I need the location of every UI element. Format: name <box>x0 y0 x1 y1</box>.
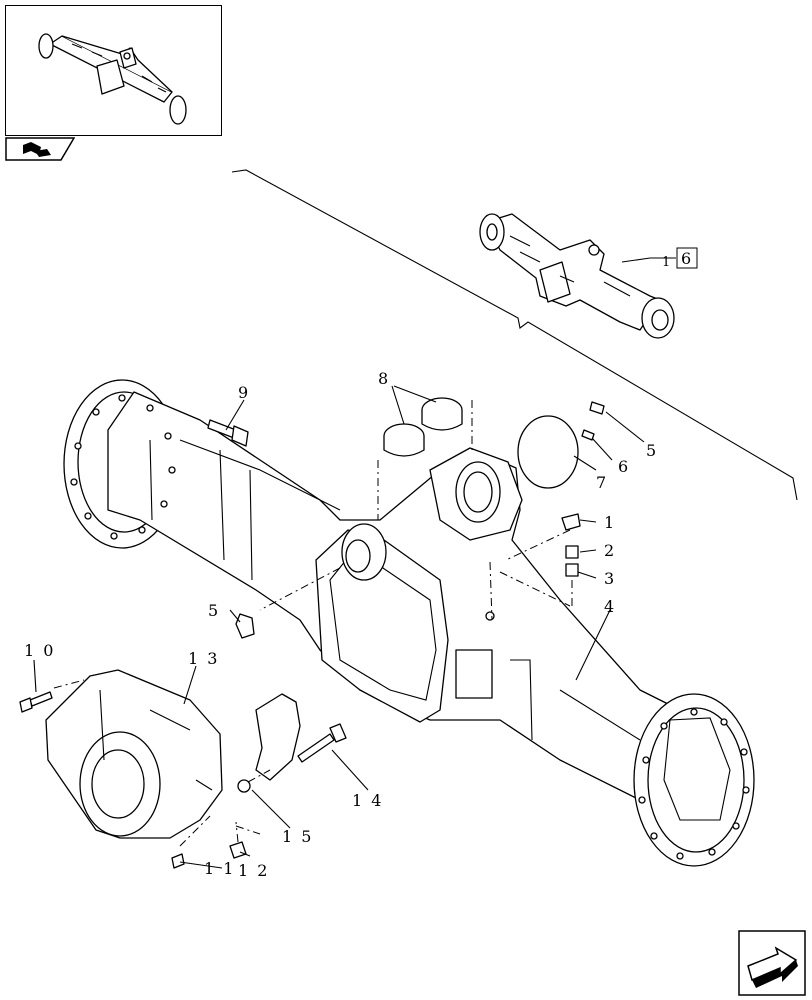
callout-9: 9 <box>238 383 248 402</box>
part-11-plug[interactable] <box>171 853 185 869</box>
reference-number: 6 <box>681 249 691 268</box>
callout-4: 4 <box>604 597 614 616</box>
subassembly-boundary-line <box>231 169 798 501</box>
part-5-fitting-lower[interactable] <box>235 613 255 639</box>
callout-7: 7 <box>596 473 606 492</box>
reference-box[interactable] <box>676 247 698 269</box>
part-14-bolt[interactable] <box>297 723 347 763</box>
part-15-washer[interactable] <box>237 779 251 793</box>
part-10-bolt[interactable] <box>19 691 53 713</box>
part-13-end-housing[interactable] <box>45 669 223 839</box>
part-7-cover-plate[interactable] <box>517 415 579 489</box>
next-arrow-icon <box>738 930 806 996</box>
part-3-plug[interactable] <box>565 563 579 577</box>
callout-10: 1 0 <box>24 641 55 660</box>
part-2-seal[interactable] <box>565 545 579 559</box>
part-9-bolt[interactable] <box>207 419 249 447</box>
callout-11: 1 1 <box>204 859 235 878</box>
alignment-lines <box>53 400 573 847</box>
part-6-screw[interactable] <box>581 429 595 441</box>
callout-12: 1 2 <box>238 861 269 880</box>
previous-page-tab[interactable] <box>5 137 76 161</box>
callout-8: 8 <box>378 369 388 388</box>
callout-5-lower: 5 <box>208 601 218 620</box>
callout-1: 1 <box>604 513 614 532</box>
callout-3: 3 <box>604 569 614 588</box>
right-flange-bolt-holes <box>638 708 750 860</box>
callout-5-top: 5 <box>646 441 656 460</box>
part-1-plug[interactable] <box>561 513 581 531</box>
book-page-icon <box>5 137 76 161</box>
axle-housing <box>63 379 755 867</box>
part-12-pin[interactable] <box>229 841 247 859</box>
reference-prefix: 1 <box>662 255 670 270</box>
axle-thumbnail-icon <box>38 33 187 125</box>
part-5-fitting-top[interactable] <box>589 401 605 415</box>
callout-13: 1 3 <box>188 649 219 668</box>
callout-14: 1 4 <box>352 791 383 810</box>
overview-thumbnail[interactable] <box>5 5 222 136</box>
callout-6: 6 <box>618 457 628 476</box>
subassembly-axle-drawing <box>479 213 675 339</box>
callout-2: 2 <box>604 541 614 560</box>
callout-15: 1 5 <box>282 827 313 846</box>
leader-lines <box>33 385 645 869</box>
left-flange-bolt-holes <box>70 394 176 540</box>
part-8-bushings[interactable] <box>383 397 463 457</box>
bearing-cap[interactable] <box>255 693 301 781</box>
next-page-button[interactable] <box>738 930 806 996</box>
